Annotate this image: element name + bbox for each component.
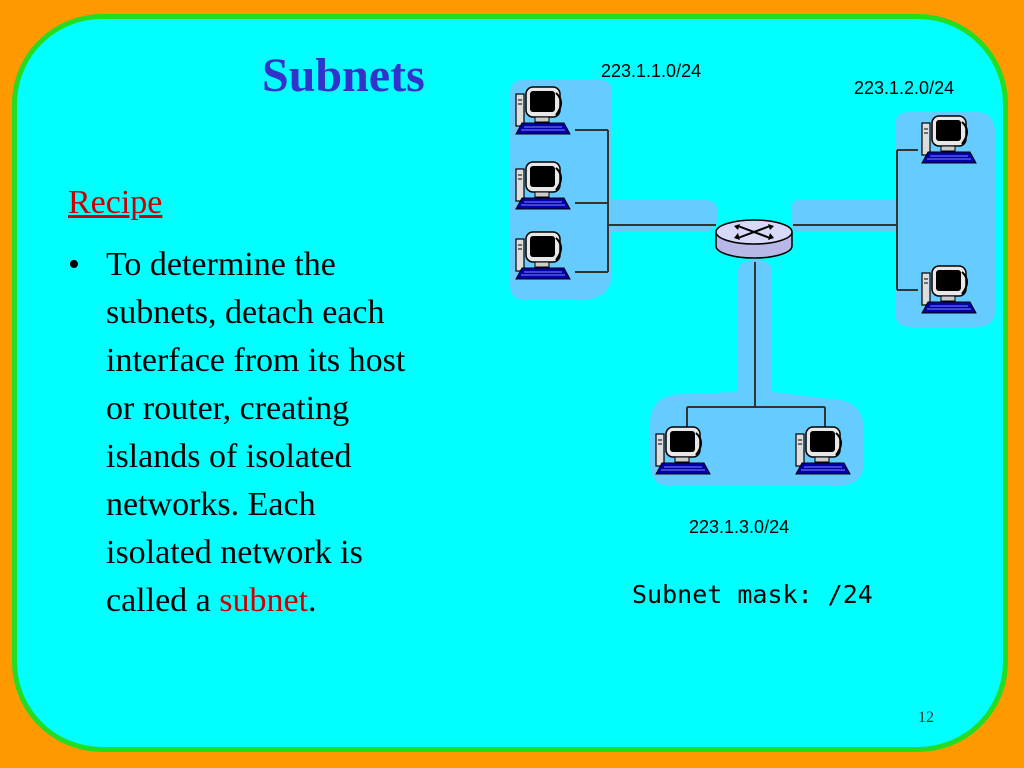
bullet-last-suffix: . — [308, 582, 317, 619]
subnet-2-address: 223.1.2.0/24 — [854, 78, 955, 98]
bullet-line: networks. Each — [106, 486, 316, 523]
bullet-line: or router, creating — [106, 390, 350, 427]
bullet-line: isolated network is — [106, 534, 363, 571]
bullet-line-last: called a subnet. — [106, 577, 476, 625]
subnet-2-links — [793, 149, 918, 291]
recipe-heading: Recipe — [68, 184, 163, 221]
subnet-3-links — [686, 262, 826, 430]
bullet-line: To determine the — [106, 246, 336, 283]
subnet-island-1 — [510, 80, 718, 300]
subnet-term: subnet — [219, 582, 309, 619]
bullet-line: islands of isolated — [106, 438, 352, 475]
subnet-mask-label: Subnet mask: /24 — [632, 580, 873, 609]
slide-title: Subnets — [262, 49, 425, 102]
bullet-line: interface from its host — [106, 342, 406, 379]
page-number: 12 — [918, 709, 934, 726]
bullet-marker: • — [68, 246, 80, 283]
bullet-last-prefix: called a — [106, 582, 220, 619]
subnet-1-address: 223.1.1.0/24 — [601, 61, 702, 81]
bullet-line: subnets, detach each — [106, 294, 385, 331]
subnet-1-links — [575, 129, 716, 273]
subnet-3-address: 223.1.3.0/24 — [689, 517, 790, 537]
router-icon — [715, 219, 793, 259]
bullet-text: To determine the subnets, detach each in… — [106, 241, 476, 625]
